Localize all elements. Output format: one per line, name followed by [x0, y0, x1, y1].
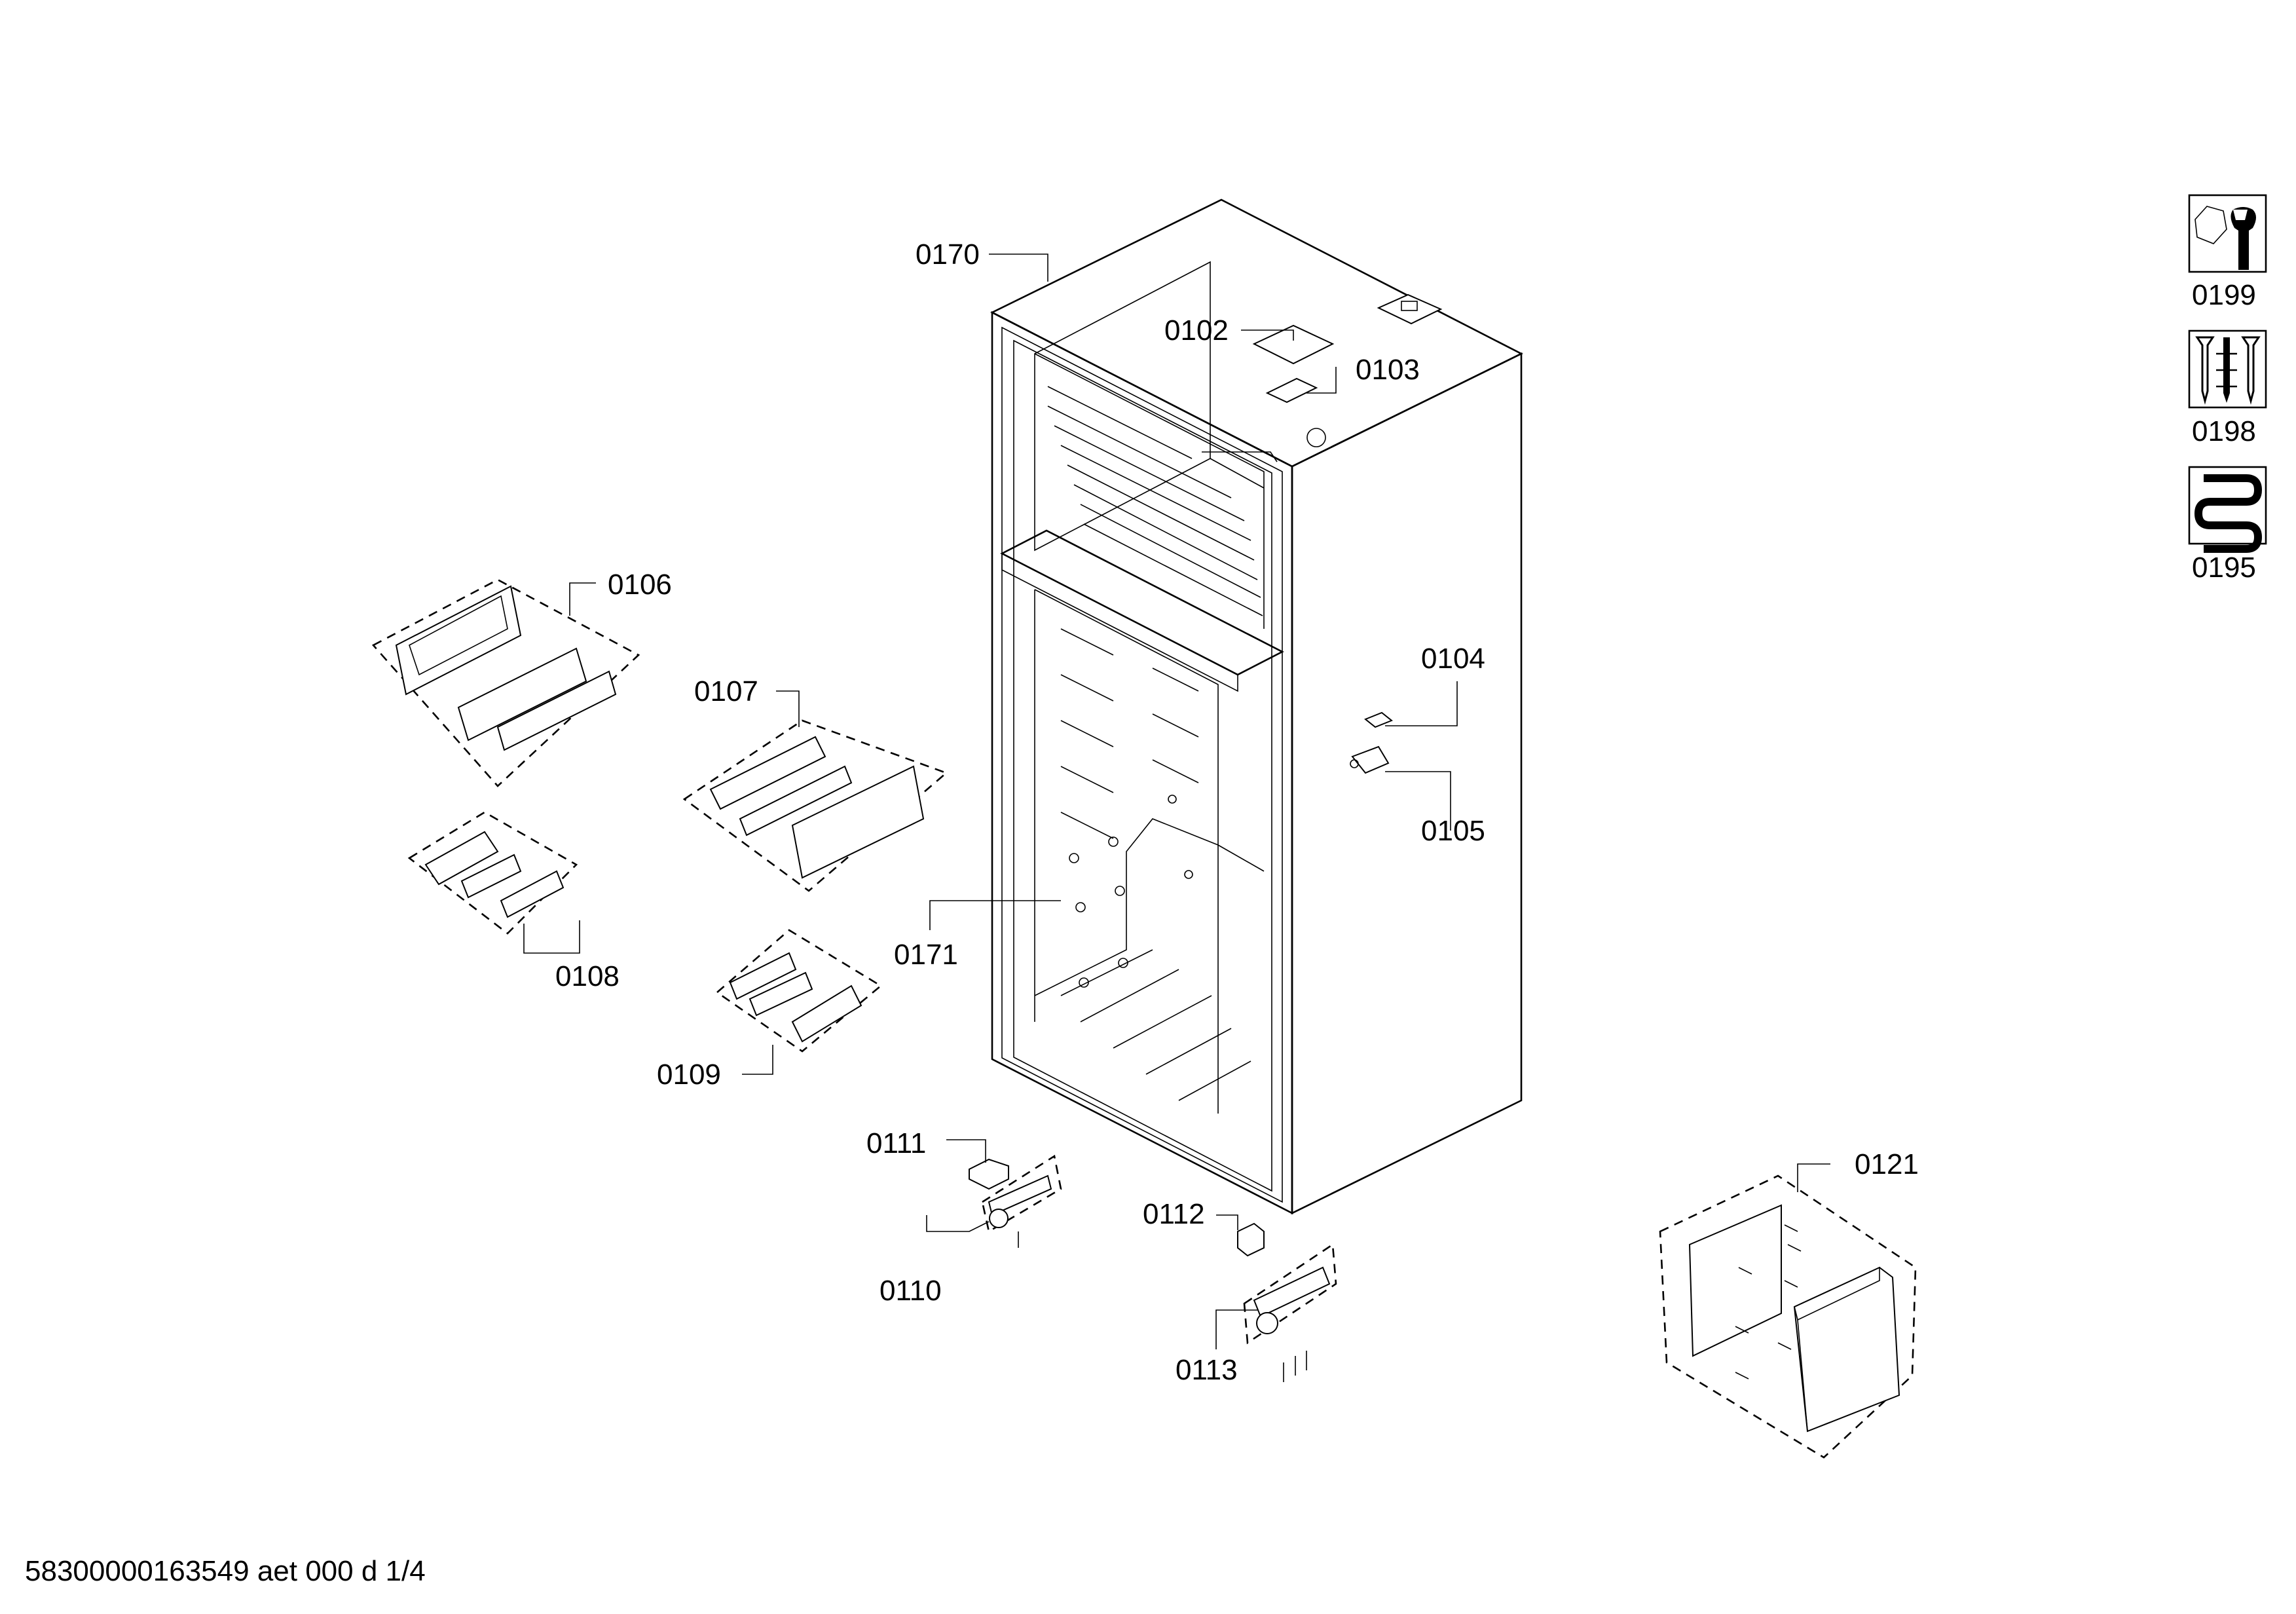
callout-0104: 0104 [1421, 643, 1485, 675]
wrench-nut-icon [2188, 194, 2267, 273]
assembly-0108 [407, 811, 578, 935]
legend-code-0199: 0199 [2192, 279, 2256, 311]
coil-icon [2188, 466, 2267, 553]
callout-labels: 0170 0102 0103 0104 0105 0106 0107 0108 … [555, 238, 1919, 1386]
callout-0103: 0103 [1356, 354, 1420, 386]
mounting-holes [1069, 795, 1193, 988]
refrigerator-cabinet [990, 198, 1523, 1215]
callout-0102: 0102 [1164, 314, 1229, 347]
callout-0111: 0111 [866, 1127, 926, 1159]
legend-code-0195: 0195 [2192, 552, 2256, 584]
top-hinge-bracket [1252, 324, 1335, 447]
screws-icon [2188, 329, 2267, 409]
assembly-0121 [1659, 1174, 1917, 1459]
assembly-0112-0113 [1237, 1222, 1337, 1382]
freezer-ribs [1047, 386, 1263, 616]
assembly-0106 [371, 578, 640, 787]
callout-0171: 0171 [894, 939, 958, 971]
mounting-screws [1735, 1224, 1802, 1379]
leader-lines [523, 253, 1830, 1349]
callout-0121: 0121 [1855, 1148, 1919, 1180]
callout-0170: 0170 [916, 238, 980, 271]
callout-0107: 0107 [694, 675, 758, 707]
assembly-0109 [715, 929, 883, 1053]
document-id: 58300000163549 aet 000 d 1/4 [25, 1555, 426, 1587]
legend-code-0198: 0198 [2192, 415, 2256, 447]
callout-0105: 0105 [1421, 815, 1485, 847]
assembly-0107 [682, 719, 948, 892]
callout-0110: 0110 [880, 1275, 942, 1307]
fresh-food-ribs [1060, 628, 1251, 1101]
callout-0106: 0106 [608, 569, 672, 601]
callout-0109: 0109 [657, 1059, 721, 1091]
callout-0112: 0112 [1143, 1198, 1205, 1230]
top-control-housing [1377, 293, 1443, 325]
legend: 0199 0198 0195 [2188, 194, 2267, 584]
callout-0108: 0108 [555, 960, 620, 992]
callout-0113: 0113 [1176, 1354, 1238, 1386]
middle-hinge-bracket [1350, 711, 1393, 774]
assembly-0110-0111 [969, 1154, 1062, 1248]
